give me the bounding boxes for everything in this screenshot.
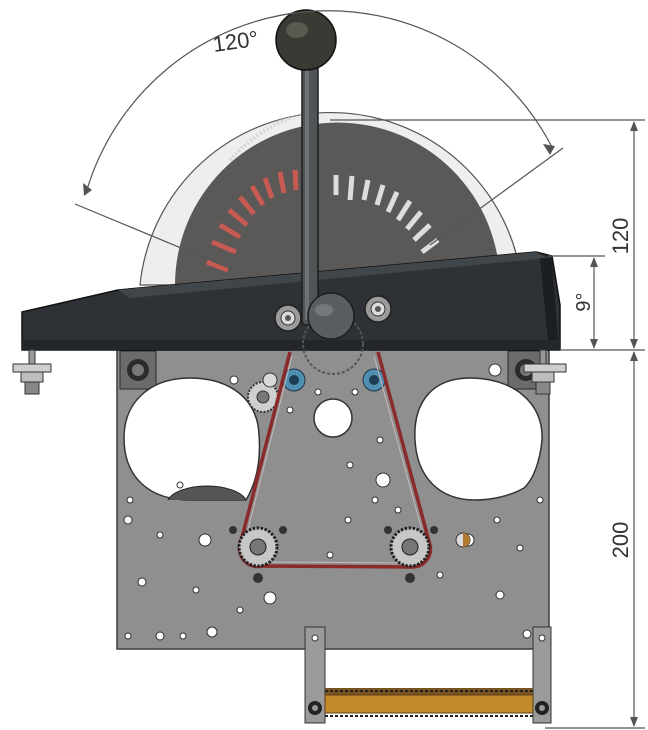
mechanism-plate bbox=[116, 348, 550, 650]
window-left bbox=[123, 377, 261, 501]
mount-bolt-icon bbox=[523, 349, 567, 395]
pulley-right bbox=[389, 526, 431, 568]
tilt-label: 9° bbox=[573, 292, 595, 311]
throttle-lever bbox=[275, 9, 355, 340]
window-right bbox=[414, 377, 543, 501]
lever-knob bbox=[275, 9, 337, 71]
height-upper-label: 120 bbox=[608, 218, 633, 255]
slider-bracket bbox=[304, 626, 552, 724]
height-lower-label: 200 bbox=[608, 522, 633, 559]
angle-label: 120° bbox=[211, 26, 260, 57]
gauge-dome bbox=[139, 112, 523, 286]
sweep-angle-dimension bbox=[74, 10, 564, 271]
height-dimensions bbox=[330, 119, 645, 729]
quadrant-base bbox=[21, 251, 561, 375]
mount-bolt-icon bbox=[12, 349, 52, 395]
pulley-left bbox=[237, 526, 279, 568]
